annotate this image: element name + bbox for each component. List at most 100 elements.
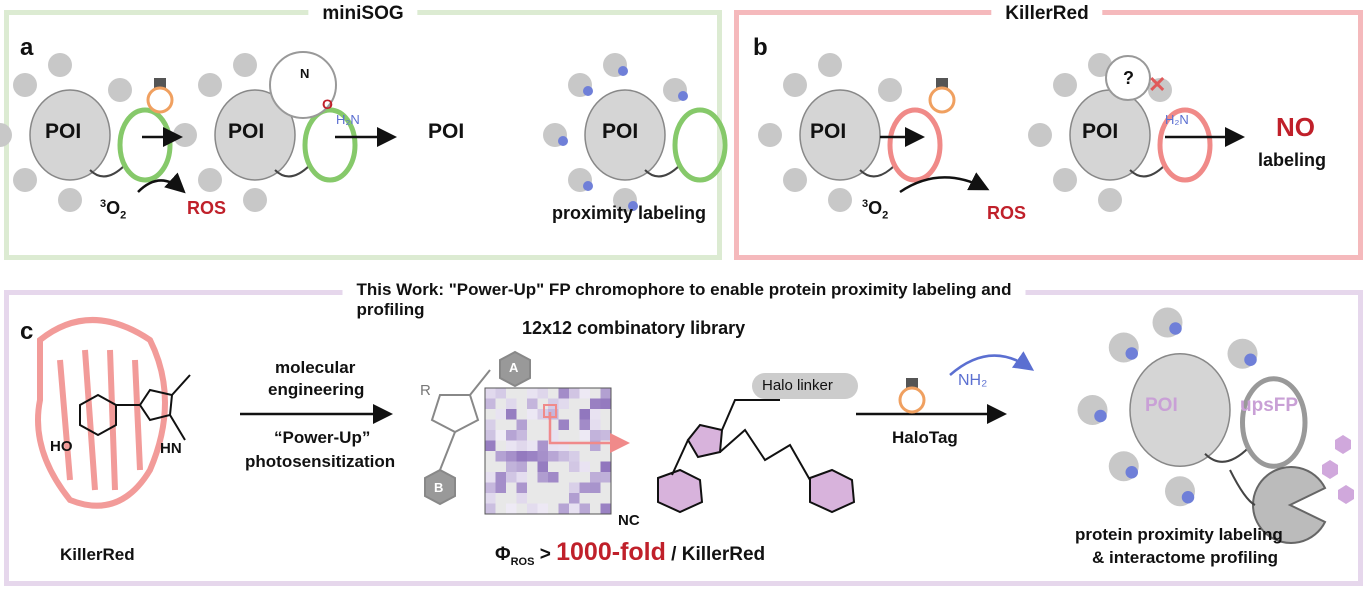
heatmap-cell bbox=[548, 409, 559, 420]
heatmap-cell bbox=[558, 493, 569, 504]
heatmap-cell bbox=[495, 461, 506, 472]
neighbor-protein bbox=[1028, 123, 1052, 147]
killerred-chromophore bbox=[79, 374, 191, 441]
heatmap-cell bbox=[537, 419, 548, 430]
heatmap-cell bbox=[558, 461, 569, 472]
ring-b-label: B bbox=[434, 480, 444, 495]
heatmap-cell bbox=[569, 409, 580, 420]
ros-label-a: ROS bbox=[187, 198, 227, 218]
heatmap-cell bbox=[537, 430, 548, 441]
heatmap-cell bbox=[485, 388, 496, 399]
neighbor-protein bbox=[13, 73, 37, 97]
heatmap-cell bbox=[590, 493, 601, 504]
r-group-label: R bbox=[420, 382, 431, 399]
heatmap-cell bbox=[527, 409, 538, 420]
heatmap-cell bbox=[579, 440, 590, 451]
heatmap-cell bbox=[527, 503, 538, 514]
heatmap-cell bbox=[527, 398, 538, 409]
heatmap-cell bbox=[495, 493, 506, 504]
label-dot bbox=[583, 86, 593, 96]
heatmap-cell bbox=[527, 419, 538, 430]
heatmap-cell bbox=[506, 482, 517, 493]
ros-label-b: ROS bbox=[987, 203, 1027, 223]
heatmap-cell bbox=[495, 472, 506, 483]
heatmap-cell bbox=[485, 398, 496, 409]
label-dot bbox=[558, 136, 568, 146]
heatmap-cell bbox=[537, 388, 548, 399]
no-label: NO bbox=[1276, 112, 1315, 142]
poi-label-b1: POI bbox=[810, 120, 847, 143]
linker bbox=[274, 164, 311, 178]
heatmap-cell bbox=[600, 451, 611, 462]
heatmap-cell bbox=[506, 493, 517, 504]
step-photosensitization: photosensitization bbox=[245, 452, 396, 471]
heatmap-cell bbox=[506, 388, 517, 399]
heatmap-cell bbox=[516, 503, 527, 514]
step-engineering: engineering bbox=[268, 380, 365, 399]
heatmap-cell bbox=[590, 388, 601, 399]
label-dot bbox=[618, 66, 628, 76]
heatmap-cell bbox=[485, 503, 496, 514]
neighbor-protein bbox=[58, 188, 82, 212]
heatmap-cell bbox=[569, 451, 580, 462]
heatmap-cell bbox=[485, 451, 496, 462]
o2-label-a: 3O2 bbox=[100, 198, 127, 222]
heatmap-cell bbox=[516, 388, 527, 399]
neighbor-protein bbox=[48, 53, 72, 77]
ho-label: HO bbox=[50, 438, 73, 455]
library-label: 12x12 combinatory library bbox=[522, 318, 746, 338]
neighbor-protein bbox=[173, 123, 197, 147]
neighbor-protein bbox=[233, 53, 257, 77]
heatmap-cell bbox=[590, 440, 601, 451]
heatmap-cell bbox=[590, 398, 601, 409]
heatmap-cell bbox=[579, 451, 590, 462]
amine-label-b: H₂N bbox=[1165, 112, 1189, 127]
fp-protein bbox=[1157, 107, 1213, 183]
heatmap-cell bbox=[495, 503, 506, 514]
neighbor-protein bbox=[0, 123, 12, 147]
label-dot bbox=[1125, 466, 1138, 479]
heatmap-cell bbox=[590, 451, 601, 462]
result-line-1: protein proximity labeling bbox=[1075, 525, 1283, 544]
ring-a-label: A bbox=[509, 360, 519, 375]
ring-o-label: O bbox=[322, 96, 333, 112]
heatmap-cell bbox=[600, 493, 611, 504]
fp-protein bbox=[672, 107, 728, 183]
linker bbox=[859, 164, 896, 178]
heatmap-cell bbox=[527, 451, 538, 462]
heatmap-cell bbox=[485, 482, 496, 493]
heatmap-cell bbox=[590, 430, 601, 441]
heatmap-cell bbox=[569, 493, 580, 504]
heatmap-cell bbox=[558, 440, 569, 451]
heatmap-cell bbox=[600, 430, 611, 441]
phi-ros-line: ΦROS > 1000-fold / KillerRed bbox=[495, 538, 766, 568]
heatmap-cell bbox=[600, 409, 611, 420]
heatmap-cell bbox=[495, 451, 506, 462]
heatmap-cell bbox=[579, 482, 590, 493]
heatmap-cell bbox=[495, 419, 506, 430]
heatmap-cell bbox=[569, 503, 580, 514]
heatmap-cell bbox=[495, 440, 506, 451]
heatmap-cell bbox=[495, 409, 506, 420]
cross-icon: ✕ bbox=[1148, 72, 1166, 97]
question-mark: ? bbox=[1123, 68, 1134, 88]
upsfp-label: upsFP bbox=[1240, 395, 1299, 416]
magnifier-circle bbox=[269, 51, 337, 119]
hn-label: HN bbox=[160, 440, 182, 457]
killerred-protein bbox=[35, 317, 168, 509]
fp-protein bbox=[117, 107, 173, 183]
label-dot bbox=[583, 181, 593, 191]
heatmap-cell bbox=[579, 461, 590, 472]
heatmap-cell bbox=[537, 503, 548, 514]
panel-b-title: KillerRed bbox=[991, 3, 1103, 25]
halo-linker-label: Halo linker bbox=[762, 377, 833, 394]
heatmap-cell bbox=[548, 451, 559, 462]
heatmap-cell bbox=[516, 430, 527, 441]
light-bulb-icon bbox=[146, 86, 174, 114]
neighbor-protein bbox=[243, 188, 267, 212]
heatmap-cell bbox=[569, 440, 580, 451]
result-line-2: & interactome profiling bbox=[1092, 548, 1279, 567]
poi-protein bbox=[1129, 353, 1231, 467]
scaffold-structure bbox=[424, 350, 531, 506]
heatmap-cell bbox=[485, 472, 496, 483]
